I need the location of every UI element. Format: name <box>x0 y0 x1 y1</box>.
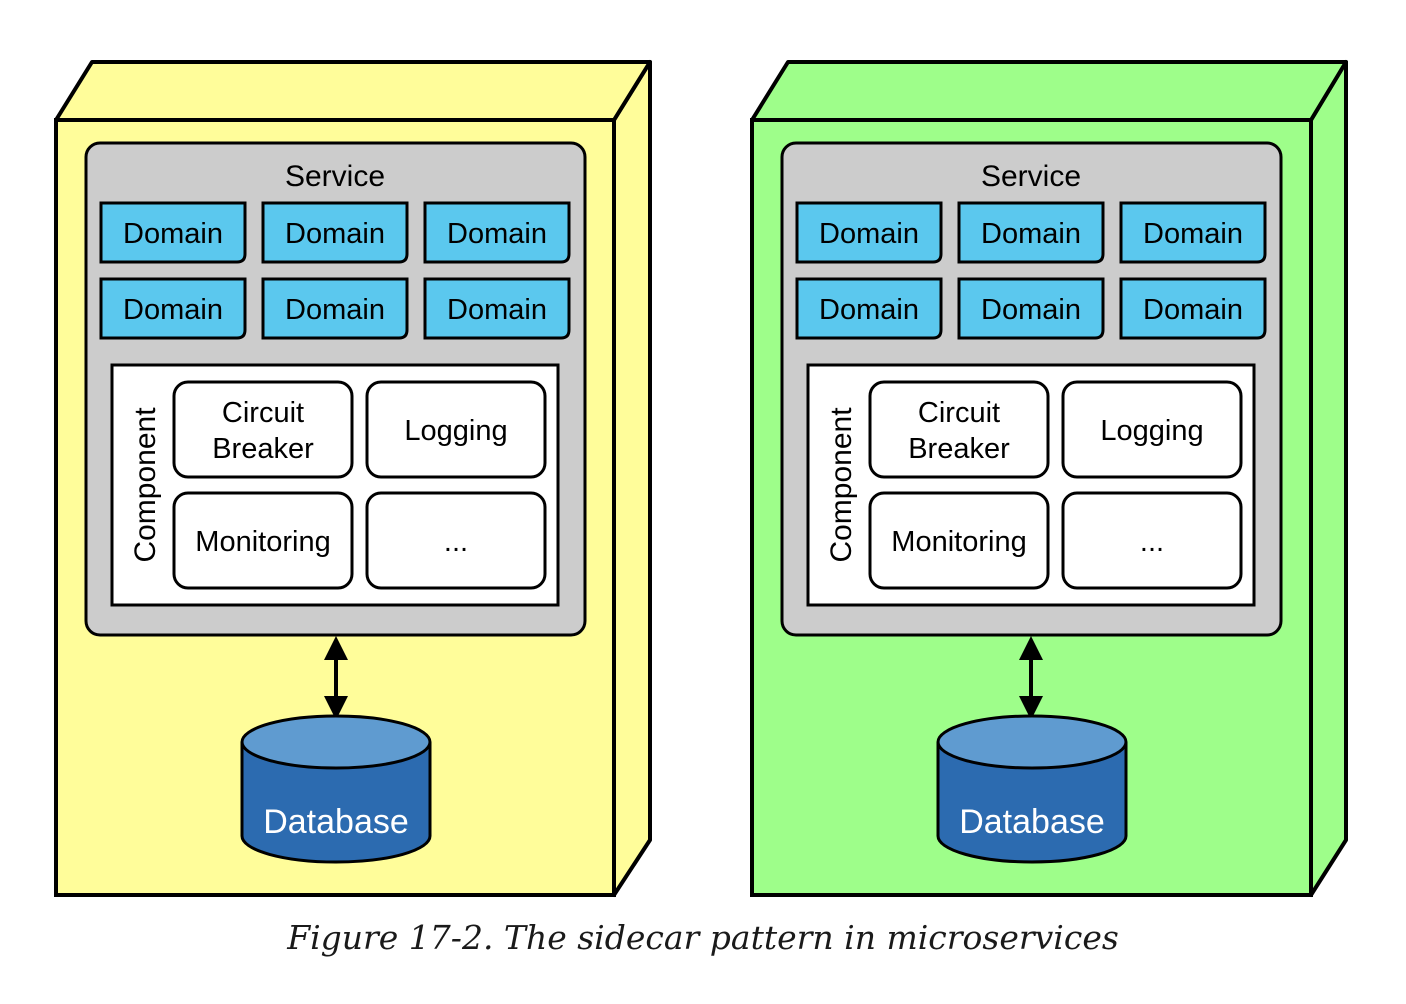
node-left: Service Domain Domain Domain Domain Doma… <box>54 60 652 897</box>
domain-box <box>99 277 247 340</box>
database-icon <box>936 714 1128 864</box>
domain-label: Domain <box>447 294 547 326</box>
component-circuit-breaker-line1: Circuit <box>222 397 304 429</box>
domain-label: Domain <box>819 294 919 326</box>
component-logging <box>1061 380 1243 479</box>
domain-label: Domain <box>285 294 385 326</box>
domain-label: Domain <box>1143 294 1243 326</box>
domain-box <box>1119 201 1267 264</box>
domain-box <box>423 277 571 340</box>
domain-box <box>99 201 247 264</box>
component-more <box>1061 491 1243 590</box>
component-label: Component <box>129 407 162 563</box>
component-more-label: ... <box>444 526 468 558</box>
component-monitoring <box>868 491 1050 590</box>
component-monitoring <box>172 491 354 590</box>
node-left-side <box>612 60 652 897</box>
component-logging <box>365 380 547 479</box>
figure-caption: Figure 17-2. The sidecar pattern in micr… <box>287 918 1119 957</box>
component-label: Component <box>825 407 858 563</box>
component-circuit-breaker-line2: Breaker <box>212 433 314 465</box>
component-more-label: ... <box>1140 526 1164 558</box>
service-title: Service <box>285 160 385 193</box>
domain-label: Domain <box>981 294 1081 326</box>
domain-box <box>423 201 571 264</box>
domain-box <box>795 277 943 340</box>
node-right: Service Domain Domain Domain Domain Doma… <box>750 60 1348 897</box>
component-circuit-breaker-line2: Breaker <box>908 433 1010 465</box>
domain-label: Domain <box>123 294 223 326</box>
component-circuit-breaker <box>868 380 1050 479</box>
domain-box <box>1119 277 1267 340</box>
component-logging-label: Logging <box>1100 415 1203 447</box>
domain-label: Domain <box>123 218 223 250</box>
database-label: Database <box>263 803 409 841</box>
domain-label: Domain <box>981 218 1081 250</box>
domain-box <box>261 201 409 264</box>
component-logging-label: Logging <box>404 415 507 447</box>
domain-box <box>261 277 409 340</box>
node-right-side <box>1309 60 1348 897</box>
component-monitoring-label: Monitoring <box>195 526 330 558</box>
domain-label: Domain <box>285 218 385 250</box>
domain-label: Domain <box>447 218 547 250</box>
domain-label: Domain <box>819 218 919 250</box>
component-more <box>365 491 547 590</box>
database-icon <box>240 714 432 864</box>
service-title: Service <box>981 160 1081 193</box>
database-label: Database <box>959 803 1105 841</box>
domain-box <box>795 201 943 264</box>
component-circuit-breaker-line1: Circuit <box>918 397 1000 429</box>
node-right-top <box>750 60 1348 122</box>
domain-box <box>957 201 1105 264</box>
domain-label: Domain <box>1143 218 1243 250</box>
component-circuit-breaker <box>172 380 354 479</box>
component-monitoring-label: Monitoring <box>891 526 1026 558</box>
domain-box <box>957 277 1105 340</box>
node-left-top <box>54 60 652 122</box>
